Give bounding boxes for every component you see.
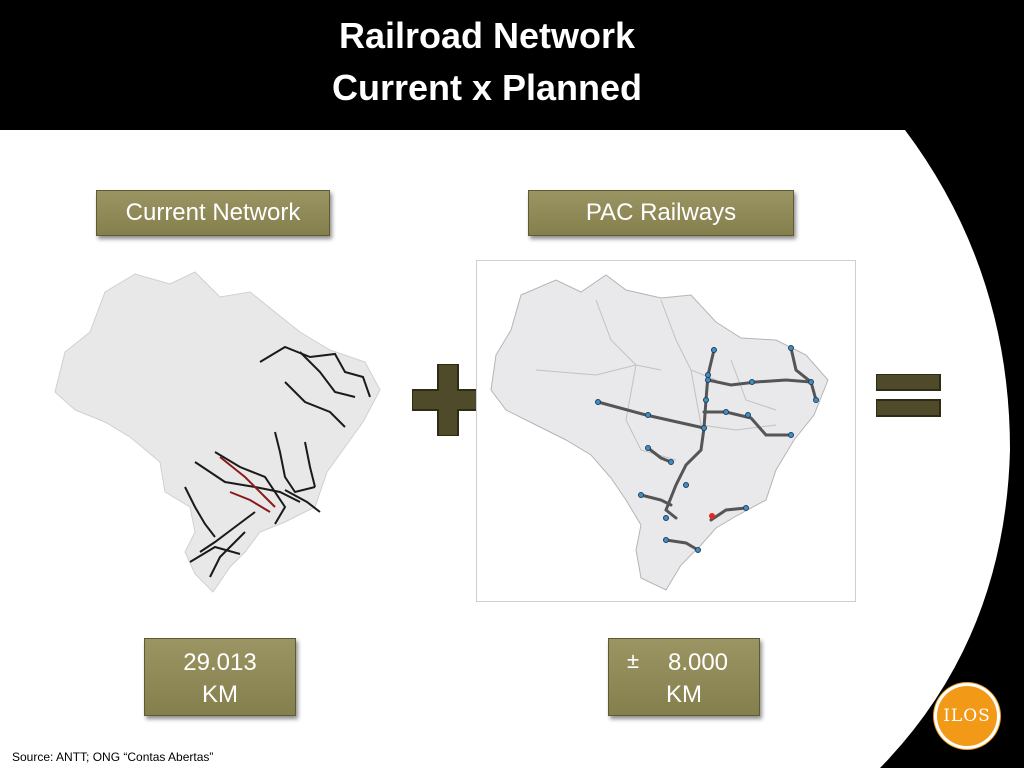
station [788,432,794,438]
planned-rail-line [706,378,813,387]
rail-line [304,441,316,488]
current-network-label: Current Network [96,190,330,236]
station [705,372,711,378]
rail-line [299,351,356,398]
station [788,345,794,351]
station [749,379,755,385]
station [703,397,709,403]
plus-minus-sign: ± [627,648,640,673]
current-rail-highlight [219,456,276,513]
pac-railways-map [490,274,829,591]
rail-line [259,345,371,398]
rail-line [274,431,316,494]
current-network-km-unit: KM [202,681,238,708]
rail-line [189,545,241,563]
station [663,515,669,521]
current-network-km-value: 29.013 [183,649,257,676]
station [695,547,701,553]
planned-rail-line [702,410,793,437]
ilos-logo: ILOS [937,686,997,746]
planned-rail-line [646,446,673,464]
pac-railways-km-value: 8.000 [667,649,729,676]
title-line-1: Railroad Network [338,15,636,56]
rail-line [209,531,246,578]
pac-railways-label: PAC Railways [528,190,794,236]
rail-line [184,486,216,538]
equals-icon [876,374,941,417]
station [813,397,819,403]
brazil-outline-planned [490,274,829,591]
rail-line-highlight [229,491,271,513]
station [723,409,729,415]
pac-stations [595,345,819,553]
station [683,482,689,488]
station [638,492,644,498]
current-network-map [54,271,381,593]
brazil-outline-current [54,271,381,593]
planned-rail-line [664,538,700,552]
rail-line [284,489,321,513]
capital-marker [709,513,715,519]
station [701,425,707,431]
source-note: Source: ANTT; ONG “Contas Abertas” [12,750,214,764]
rail-line [284,381,346,428]
page-title: Railroad Network Current x Planned [0,10,1024,114]
rail-line [214,451,287,525]
planned-rail-line [709,506,748,522]
station [705,377,711,383]
ilos-logo-text: ILOS [943,706,991,726]
state-border [535,364,637,376]
planned-rail-line [664,508,678,520]
station [595,399,601,405]
pac-railways-km-box: ± 8.000 KM [608,638,760,716]
station [745,412,751,418]
rail-line-highlight [219,456,276,508]
planned-rail-line [789,346,818,402]
plus-icon [412,364,484,436]
station [645,412,651,418]
title-line-2: Current x Planned [331,67,643,108]
pac-railways-km-line: ± 8.000 [609,647,759,679]
station [743,505,749,511]
planned-rail-line [639,493,673,507]
station [668,459,674,465]
station [645,445,651,451]
station [663,537,669,543]
station [808,379,814,385]
current-network-km-box: 29.013 KM [144,638,296,716]
pac-railways-km-unit: KM [666,681,702,708]
station [711,347,717,353]
rail-line [199,511,256,553]
